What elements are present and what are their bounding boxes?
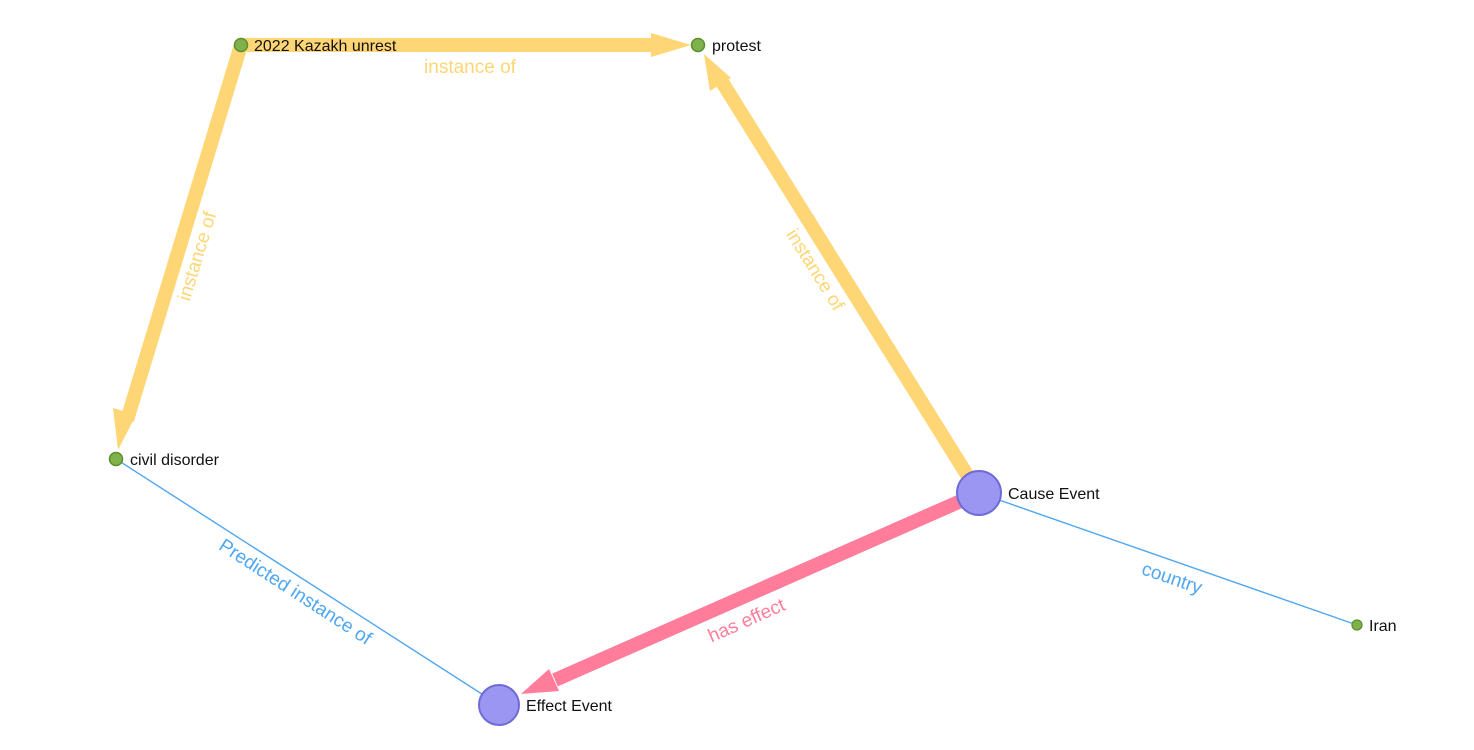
arrowhead-civil [113, 408, 136, 450]
arrowhead-effect [521, 669, 559, 694]
edge-kazakh-civil [120, 42, 248, 423]
edge-cause-iran [978, 492, 1358, 626]
arrowhead-protest-right [704, 54, 731, 91]
edge-effect-civil [115, 458, 500, 706]
edge-label-cause-iran: country [1139, 559, 1205, 599]
node-iran[interactable] [1351, 619, 1363, 631]
node-label-protest: protest [712, 38, 761, 55]
node-protest[interactable] [690, 37, 706, 53]
node-kazakh-unrest[interactable] [233, 37, 249, 53]
node-label-effect-event: Effect Event [526, 698, 613, 715]
node-cause-event[interactable] [956, 470, 1002, 516]
arrowhead-protest-top [651, 33, 691, 57]
node-label-iran: Iran [1369, 618, 1397, 635]
node-civil-disorder[interactable] [108, 451, 124, 467]
edge-label-kazakh-protest: instance of [424, 57, 517, 78]
node-label-civil-disorder: civil disorder [130, 452, 220, 469]
edge-cause-protest [716, 78, 975, 482]
node-effect-event[interactable] [478, 684, 520, 726]
node-label-cause-event: Cause Event [1008, 486, 1100, 503]
edge-cause-effect [552, 486, 982, 687]
node-label-kazakh-unrest: 2022 Kazakh unrest [254, 38, 397, 55]
edge-label-effect-civil: Predicted instance of [215, 535, 376, 650]
